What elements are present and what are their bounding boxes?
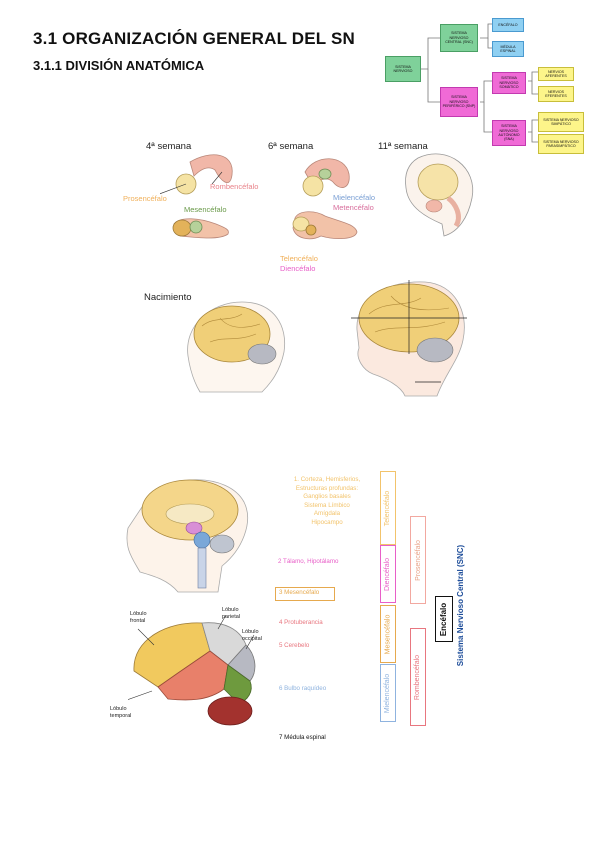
label-week-11: 11ª semana — [378, 141, 428, 152]
division-item: Estructuras profundas: — [295, 484, 359, 492]
vbox-telencefalo: Telencéfalo — [380, 471, 396, 545]
map-node-encefalo: ENCÉFALO — [492, 18, 524, 32]
division-item-5: 5 Cerebelo — [279, 642, 310, 649]
division-item-7: 7 Médula espinal — [279, 734, 326, 741]
page-title: 3.1 ORGANIZACIÓN GENERAL DEL SN — [33, 29, 356, 48]
vbox-diencefalo-label: Diencéfalo — [384, 557, 392, 591]
vbox-rombencefalo-label: Rombencéfalo — [414, 654, 422, 700]
embryo-week-6-illustration — [292, 158, 358, 240]
label-telencefalo: Telencéfalo — [280, 254, 318, 263]
division-item: Ganglios basales — [303, 493, 351, 501]
division-item-3-box — [275, 587, 335, 601]
snc-vertical-label: Sistema Nervioso Central (SNC) — [456, 544, 466, 666]
vbox-mielencefalo-label: Mielencéfalo — [384, 673, 392, 713]
division-item-2: 2 Tálamo, Hipotálamo — [278, 558, 339, 565]
division-item: 1. Corteza, Hemisferios, — [293, 476, 361, 483]
vbox-encefalo-label: Encéfalo — [439, 602, 449, 636]
newborn-brain-illustration — [187, 301, 286, 393]
map-node-snp: SISTEMA NERVIOSO PERIFÉRICO (SNP) — [440, 87, 478, 117]
label-lobulo-occipital: Lóbulo occipital — [242, 629, 262, 642]
child-brain-illustration — [351, 280, 467, 397]
label-diencefalo: Diencéfalo — [280, 264, 316, 273]
label-week-6: 6ª semana — [268, 141, 314, 152]
map-node-sistema-nervioso: SISTEMA NERVIOSO — [385, 56, 421, 82]
division-item-3: 3 Mesencéfalo — [279, 589, 320, 596]
division-item-4: 4 Protuberancia — [279, 619, 323, 626]
division-item-6: 6 Bulbo raquídeo — [279, 685, 327, 692]
vbox-prosencefalo: Prosencéfalo — [410, 516, 426, 604]
concept-map-connectors — [420, 23, 538, 143]
label-nacimiento: Nacimiento — [144, 292, 192, 303]
map-node-medula: MÉDULA ESPINAL — [492, 41, 524, 57]
map-node-sns: SISTEMA NERVIOSO SOMÁTICO — [492, 72, 526, 94]
label-lobulo-frontal: Lóbulo frontal — [130, 611, 147, 624]
sagittal-brain-illustration — [126, 479, 248, 593]
vbox-mielencefalo: Mielencéfalo — [380, 664, 396, 722]
division-item: Sistema Límbico — [304, 501, 350, 509]
vbox-prosencefalo-label: Prosencéfalo — [414, 539, 422, 581]
snc-vertical-label-wrapper: Sistema Nervioso Central (SNC) — [453, 540, 469, 670]
vbox-rombencefalo: Rombencéfalo — [410, 628, 426, 726]
label-lobulo-temporal: Lóbulo temporal — [110, 706, 132, 719]
label-week-4: 4ª semana — [146, 141, 192, 152]
vbox-telencefalo-label: Telencéfalo — [384, 490, 392, 526]
lateral-brain-lobes-illustration — [128, 615, 256, 726]
section-subtitle: 3.1.1 DIVISIÓN ANATÓMICA — [33, 58, 205, 73]
map-node-snc: SISTEMA NERVIOSO CENTRAL (SNC) — [440, 24, 478, 52]
vbox-mesencefalo: Mesencéfalo — [380, 605, 396, 663]
label-metencefalo: Metencéfalo — [333, 203, 374, 212]
division-item: Amígdala — [313, 510, 341, 518]
map-node-parasimpatico: SISTEMA NERVIOSO PARASIMPÁTICO — [538, 134, 584, 154]
fetus-week-11-illustration — [405, 153, 474, 237]
map-node-aferentes: NERVIOS AFERENTES — [538, 67, 574, 81]
vbox-encefalo: Encéfalo — [435, 596, 453, 642]
division-item: Hipocampo — [311, 518, 343, 526]
label-prosencefalo: Prosencéfalo — [123, 194, 167, 203]
label-rombencefalo: Rombencéfalo — [210, 182, 259, 191]
division-list-telencefalo: 1. Corteza, Hemisferios, Estructuras pro… — [272, 476, 382, 528]
vbox-diencefalo: Diencéfalo — [380, 545, 396, 603]
label-mielencefalo: Mielencéfalo — [333, 193, 376, 202]
label-mesencefalo: Mesencéfalo — [184, 205, 227, 214]
map-node-simpatico: SISTEMA NERVIOSO SIMPÁTICO — [538, 112, 584, 132]
embryo-week-4-illustration — [160, 154, 233, 239]
map-node-sna: SISTEMA NERVIOSO AUTÓNOMO (SNA) — [492, 120, 526, 146]
label-lobulo-parietal: Lóbulo parietal — [222, 607, 241, 620]
vbox-mesencefalo-label: Mesencéfalo — [384, 614, 392, 654]
map-node-eferentes: NERVIOS EFERENTES — [538, 86, 574, 102]
